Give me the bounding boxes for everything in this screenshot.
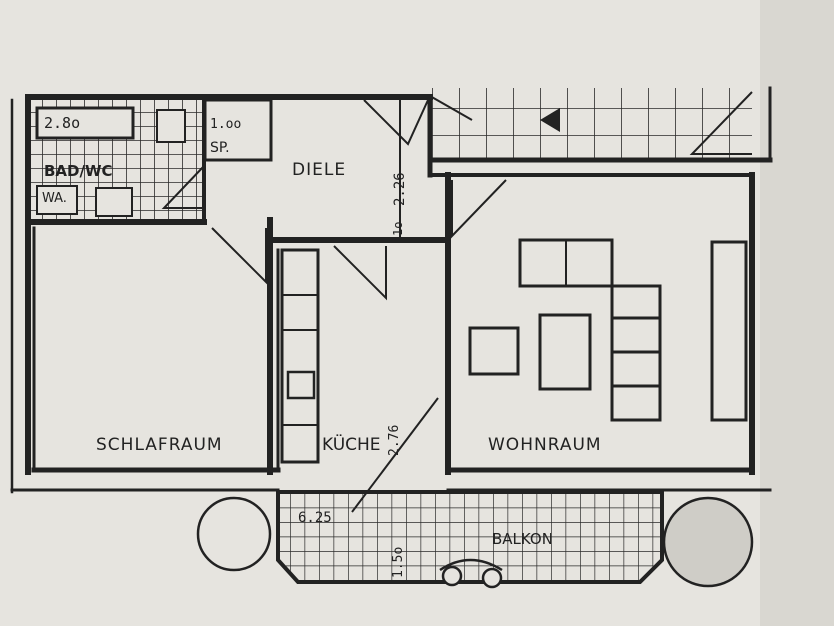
balcony-chair-a bbox=[441, 565, 463, 587]
diele-door-swing bbox=[363, 99, 429, 146]
kueche-label: KÜCHE bbox=[322, 433, 381, 455]
living-door-swing bbox=[451, 179, 507, 239]
tub-dimension: 2.8o bbox=[44, 114, 80, 132]
sp-dimension: 1.oo bbox=[210, 117, 241, 132]
bedroom-door-swing bbox=[211, 227, 267, 285]
bad-wc-label: BAD/WC bbox=[44, 162, 113, 180]
balcony-plant-right bbox=[662, 496, 754, 588]
coffee-table bbox=[538, 313, 592, 391]
balkon-depth-dimension: 1.5o bbox=[391, 547, 406, 578]
walls bbox=[10, 86, 773, 494]
bath-door-swing bbox=[161, 165, 205, 209]
balkon-area-dimension: 6.25 bbox=[298, 510, 332, 526]
page-shadow-right bbox=[760, 0, 834, 626]
upper-loggia-tiles bbox=[430, 88, 752, 160]
kitchen-door-swing bbox=[333, 245, 387, 301]
bath-cabinet bbox=[156, 109, 186, 143]
balcony-table bbox=[439, 558, 503, 572]
armchair bbox=[468, 326, 520, 376]
kitchen-sink bbox=[286, 370, 316, 400]
diele-label: DIELE bbox=[292, 160, 346, 180]
wohnraum-label: WOHNRAUM bbox=[488, 435, 602, 455]
balkon-label: BALKON bbox=[492, 530, 553, 548]
wa-label: WA. bbox=[42, 191, 67, 206]
balcony-chair-b bbox=[481, 567, 503, 589]
loggia-arrow bbox=[540, 108, 560, 132]
balcony-tile-floor bbox=[276, 490, 664, 584]
sp-label: SP. bbox=[210, 140, 230, 156]
kitchen-counter bbox=[280, 248, 320, 464]
loggia-door-swing-right bbox=[689, 91, 753, 155]
toilet bbox=[95, 187, 133, 217]
balcony-plant-left bbox=[196, 496, 272, 572]
kueche-height-dimension: 2.76 bbox=[387, 425, 402, 456]
corner-sofa bbox=[520, 284, 662, 422]
dimension-diagonal bbox=[351, 397, 439, 513]
sideboard bbox=[710, 240, 748, 422]
bathtub bbox=[35, 106, 135, 140]
washbasin bbox=[36, 185, 78, 215]
schlafraum-label: SCHLAFRAUM bbox=[96, 435, 223, 455]
diele-height-dimension: 2.26 bbox=[392, 172, 408, 206]
diele-small-dimension: 1o bbox=[391, 222, 405, 236]
